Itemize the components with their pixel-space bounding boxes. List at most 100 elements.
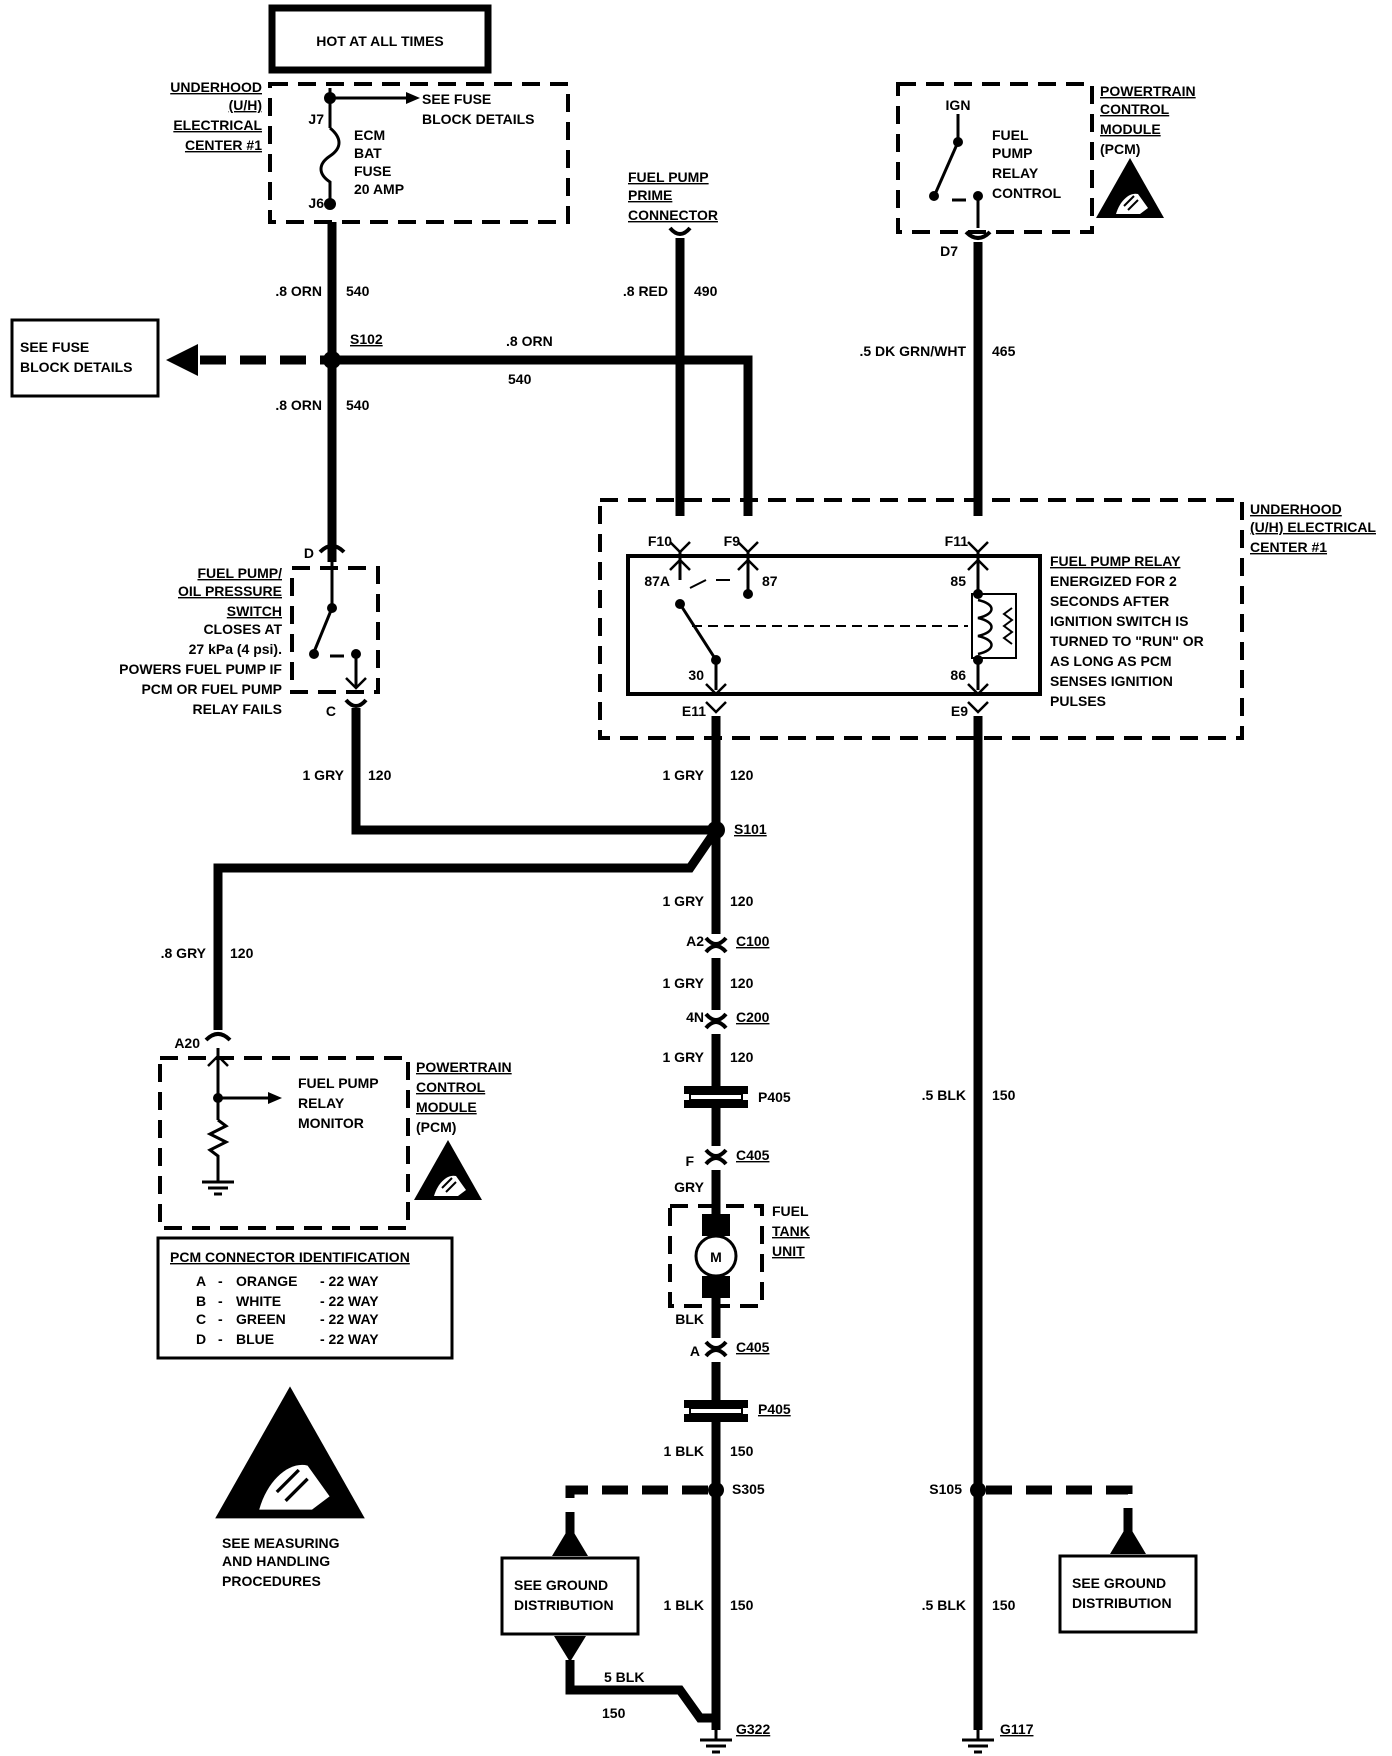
relay-desc-8: PULSES	[1050, 693, 1106, 709]
pin-f9: F9	[724, 533, 741, 549]
svg-text:A: A	[196, 1273, 206, 1289]
motor-label: M	[710, 1249, 722, 1265]
pin-d7: D7	[940, 243, 958, 259]
wire-gry: GRY	[674, 1179, 704, 1195]
svg-text:D: D	[196, 1331, 206, 1347]
wire-150-d: 150	[602, 1705, 626, 1721]
oil-switch-7: PCM OR FUEL PUMP	[141, 681, 282, 697]
uh-center-left-box	[268, 82, 570, 224]
svg-text:-: -	[218, 1293, 223, 1309]
resistor-symbol	[206, 1118, 230, 1172]
relay-pin-86: 86	[950, 667, 966, 683]
hot-at-all-times-label: HOT AT ALL TIMES	[316, 33, 444, 49]
oil-switch-5: 27 kPa (4 psi).	[189, 641, 282, 657]
pcm-bottom-title-2: CONTROL	[416, 1079, 486, 1095]
pcm-bottom-title-1: POWERTRAIN	[416, 1059, 512, 1075]
splice-s105	[970, 1482, 986, 1498]
pcm-conn-table-title: PCM CONNECTOR IDENTIFICATION	[170, 1249, 410, 1265]
conn-p405-b: P405	[758, 1401, 791, 1417]
wire-120-f: 120	[230, 945, 254, 961]
splice-s305	[708, 1482, 724, 1498]
arrow-icon	[268, 1092, 282, 1104]
svg-text:- 22 WAY: - 22 WAY	[320, 1293, 379, 1309]
see-fuse-top-1: SEE FUSE	[422, 91, 491, 107]
prime-connector-symbol	[668, 226, 692, 236]
wire-blk1-b: 1 BLK	[664, 1597, 704, 1613]
relay-pin-30: 30	[688, 667, 704, 683]
ground-dist-right-box	[1058, 1554, 1198, 1634]
pcm-top-title-2: CONTROL	[1100, 101, 1170, 117]
wire-540-a: 540	[346, 283, 370, 299]
prime-connector-3: CONNECTOR	[628, 207, 718, 223]
pin-e9: E9	[951, 703, 968, 719]
pin-f: F	[685, 1153, 694, 1169]
pcm-top-title-4: (PCM)	[1100, 141, 1140, 157]
pcm-bottom-box	[158, 1056, 410, 1230]
wire-orn-b: .8 ORN	[506, 333, 553, 349]
svg-text:WHITE: WHITE	[236, 1293, 281, 1309]
oil-switch-8: RELAY FAILS	[193, 701, 282, 717]
pin-f11: F11	[945, 533, 969, 549]
pcm-top-desc-2: PUMP	[992, 145, 1032, 161]
wire-150-b: 150	[730, 1443, 754, 1459]
uh-center-left-line-2: (U/H)	[229, 97, 262, 113]
wire-gry-e: 1 GRY	[663, 1049, 705, 1065]
pcm-conn-table-row: D - BLUE - 22 WAY	[196, 1331, 379, 1347]
svg-text:-: -	[218, 1273, 223, 1289]
wire-blk5-c: .5 BLK	[922, 1597, 966, 1613]
wire-gry8: .8 GRY	[161, 945, 207, 961]
wire-120-b: 120	[730, 767, 754, 783]
conn-c405-a: C405	[736, 1147, 770, 1163]
pin-f10: F10	[648, 533, 672, 549]
ecm-fuse-4: 20 AMP	[354, 181, 404, 197]
fuse-symbol	[319, 126, 341, 202]
uh-center-left-line-1: UNDERHOOD	[170, 79, 262, 95]
pcm-top-desc-3: RELAY	[992, 165, 1039, 181]
pcm-conn-table-row: B - WHITE - 22 WAY	[196, 1293, 379, 1309]
wire-540-b: 540	[508, 371, 532, 387]
wire-gry-a: 1 GRY	[303, 767, 345, 783]
pin-e11: E11	[682, 703, 706, 719]
prime-connector-1: FUEL PUMP	[628, 169, 709, 185]
esd-note-2: AND HANDLING	[222, 1553, 330, 1569]
conn-p405-a: P405	[758, 1089, 791, 1105]
oil-switch-6: POWERS FUEL PUMP IF	[119, 661, 282, 677]
fuel-tank-unit-box	[668, 1204, 764, 1308]
fuel-pump-relay-box	[626, 554, 1042, 696]
oil-pressure-switch-box	[290, 566, 380, 694]
pin-c: C	[326, 703, 336, 719]
pass-through-p405-bottom	[684, 1400, 748, 1422]
esd-note-1: SEE MEASURING	[222, 1535, 340, 1551]
svg-text:- 22 WAY: - 22 WAY	[320, 1273, 379, 1289]
wire-gry-b: 1 GRY	[663, 767, 705, 783]
relay-desc-7: SENSES IGNITION	[1050, 673, 1173, 689]
prime-connector-2: PRIME	[628, 187, 672, 203]
ground-g117: G117	[1000, 1721, 1034, 1737]
relay-desc-3: SECONDS AFTER	[1050, 593, 1169, 609]
conn-c100: C100	[736, 933, 770, 949]
pcm-top-ign: IGN	[946, 97, 971, 113]
fuel-tank-3: UNIT	[772, 1243, 805, 1259]
relay-pin-85: 85	[950, 573, 966, 589]
wire-blk5-a: .5 BLK	[922, 1087, 966, 1103]
ground-icon	[960, 1728, 996, 1754]
pin-j6: J6	[308, 195, 324, 211]
svg-text:GREEN: GREEN	[236, 1311, 286, 1327]
pin-4n: 4N	[686, 1009, 704, 1025]
relay-desc-1: FUEL PUMP RELAY	[1050, 553, 1181, 569]
splice-s305-label: S305	[732, 1481, 765, 1497]
relay-desc-5: TURNED TO "RUN" OR	[1050, 633, 1204, 649]
ground-icon	[200, 1170, 236, 1196]
uh-center-right-2: (U/H) ELECTRICAL	[1250, 519, 1376, 535]
arrow-icon	[166, 344, 198, 376]
splice-s101-label: S101	[734, 821, 767, 837]
oil-switch-2: OIL PRESSURE	[178, 583, 282, 599]
ground-dist-left-2: DISTRIBUTION	[514, 1597, 614, 1613]
relay-desc-6: AS LONG AS PCM	[1050, 653, 1172, 669]
wire-blk5-b: 5 BLK	[604, 1669, 644, 1685]
pin-a20: A20	[174, 1035, 200, 1051]
uh-center-left-line-3: ELECTRICAL	[173, 117, 262, 133]
svg-text:-: -	[218, 1331, 223, 1347]
pcm-bottom-title-3: MODULE	[416, 1099, 477, 1115]
